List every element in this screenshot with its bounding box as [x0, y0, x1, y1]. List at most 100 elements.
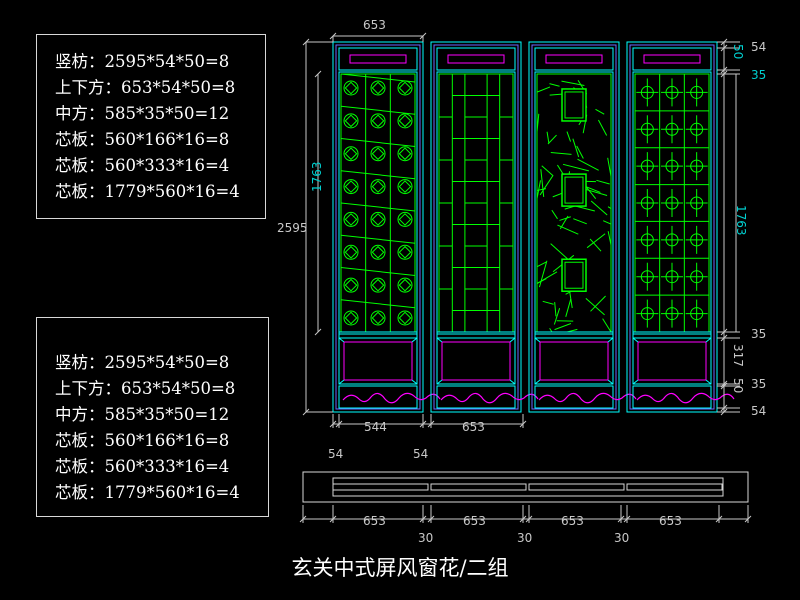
lattice-knot	[343, 310, 359, 326]
lattice-knot-core	[371, 147, 385, 161]
lattice-knot	[397, 179, 413, 195]
lattice-crack	[549, 83, 560, 87]
bottom-panel	[441, 341, 511, 381]
panel-miter	[338, 337, 345, 343]
lattice-knot	[397, 113, 413, 129]
middle-rail	[338, 331, 418, 339]
lattice-knot-core	[371, 213, 385, 226]
dim-right-top-upper: 50	[731, 44, 745, 59]
dim-bottom-left-54: 54	[328, 447, 343, 461]
bottom-panel-frame	[534, 337, 614, 385]
plan-panel	[626, 483, 723, 491]
plan-inner	[332, 477, 724, 497]
panel-miter	[632, 337, 639, 343]
dim-right-mid-35: 35	[751, 327, 766, 341]
plan-outline	[302, 471, 749, 503]
lattice-crack	[536, 86, 551, 93]
dim-left-lattice-height: 1763	[310, 161, 324, 192]
spec-line: 上下方：653*54*50=8	[55, 78, 236, 97]
lattice-knot-core	[344, 180, 358, 193]
top-slot	[643, 54, 701, 64]
lattice-knot-core	[371, 278, 385, 292]
dim-plan-width: 653	[463, 514, 486, 528]
lattice-knot	[370, 80, 386, 96]
dim-tick	[314, 328, 322, 336]
lattice-knot	[370, 277, 386, 293]
middle-rail	[436, 331, 516, 339]
lattice-frame	[534, 71, 614, 335]
lattice-frame	[632, 71, 712, 335]
lattice-box	[561, 173, 587, 207]
top-rail	[436, 47, 516, 71]
lattice-knot	[397, 80, 413, 96]
panel-miter	[607, 379, 614, 385]
lattice-knot-core	[344, 114, 358, 128]
lattice-crack	[554, 323, 572, 331]
panel-miter	[705, 337, 712, 343]
lattice-crack	[541, 165, 554, 177]
lattice-crack	[550, 243, 569, 260]
panel-miter	[411, 379, 418, 385]
lattice-knot	[397, 244, 413, 260]
spec-line: 中方：585*35*50=12	[55, 405, 230, 424]
lattice-knot	[397, 310, 413, 326]
screen-panels	[332, 41, 735, 413]
lattice-knot	[343, 277, 359, 293]
lattice-bar	[340, 138, 416, 147]
lattice-crack	[566, 131, 572, 142]
lattice-crack	[562, 163, 589, 172]
dim-right-bottom-50: 50	[731, 378, 745, 393]
plan-view	[302, 471, 749, 503]
lattice-knot	[343, 146, 359, 162]
panel-miter	[411, 337, 418, 343]
lattice-knot	[343, 179, 359, 195]
dim-plan-width: 653	[659, 514, 682, 528]
lattice-crack	[602, 220, 612, 225]
skirt-scroll	[538, 392, 637, 404]
top-rail	[338, 47, 418, 71]
lattice-bar	[340, 267, 416, 276]
lattice-crack	[553, 308, 561, 325]
dim-plan-width: 653	[363, 514, 386, 528]
lattice-crack	[549, 328, 553, 333]
drawing-title: 玄关中式屏风窗花/二组	[291, 556, 509, 580]
spec-line: 芯板：560*166*16=8	[55, 130, 230, 149]
lattice-crack	[602, 318, 612, 333]
panel-inner-frame	[433, 44, 519, 410]
lattice-knot-core	[371, 311, 385, 325]
lattice-knot-core	[344, 213, 358, 226]
lattice-knot-core	[371, 114, 385, 128]
screen-panel	[626, 41, 735, 413]
panel-miter	[509, 337, 516, 343]
lattice-crack	[576, 145, 584, 159]
lattice-crack	[596, 179, 610, 185]
lattice-knot	[370, 244, 386, 260]
lattice-knot-core	[344, 245, 358, 259]
lattice-frame	[338, 71, 418, 335]
lattice-knot	[343, 80, 359, 96]
lattice-crack	[577, 158, 599, 171]
lattice-knot	[343, 113, 359, 129]
panel-miter	[534, 337, 541, 343]
dim-top-width: 653	[363, 18, 386, 32]
lattice-box	[561, 88, 587, 122]
lattice-bar	[340, 234, 416, 244]
top-slot	[545, 54, 603, 64]
lattice-crack	[573, 218, 587, 225]
lattice-crack	[546, 131, 550, 144]
panel-outer-frame	[332, 41, 424, 413]
lattice-knot	[343, 211, 359, 227]
dim-right-top-rail: 54	[751, 40, 766, 54]
spec-line: 芯板：1779*560*16=4	[55, 182, 240, 201]
lattice-knot	[370, 310, 386, 326]
dim-plan-gap: 30	[418, 531, 433, 545]
lattice-knot-core	[371, 180, 385, 193]
lattice-knot-core	[344, 311, 358, 325]
lattice-crack	[550, 151, 572, 155]
dim-bottom-inner-width: 544	[364, 420, 387, 434]
spec-line: 芯板：1779*560*16=4	[55, 483, 240, 502]
bottom-panel	[343, 341, 413, 381]
lattice-crack	[540, 169, 545, 197]
panel-miter	[436, 337, 443, 343]
panel-outer-frame	[626, 41, 718, 413]
